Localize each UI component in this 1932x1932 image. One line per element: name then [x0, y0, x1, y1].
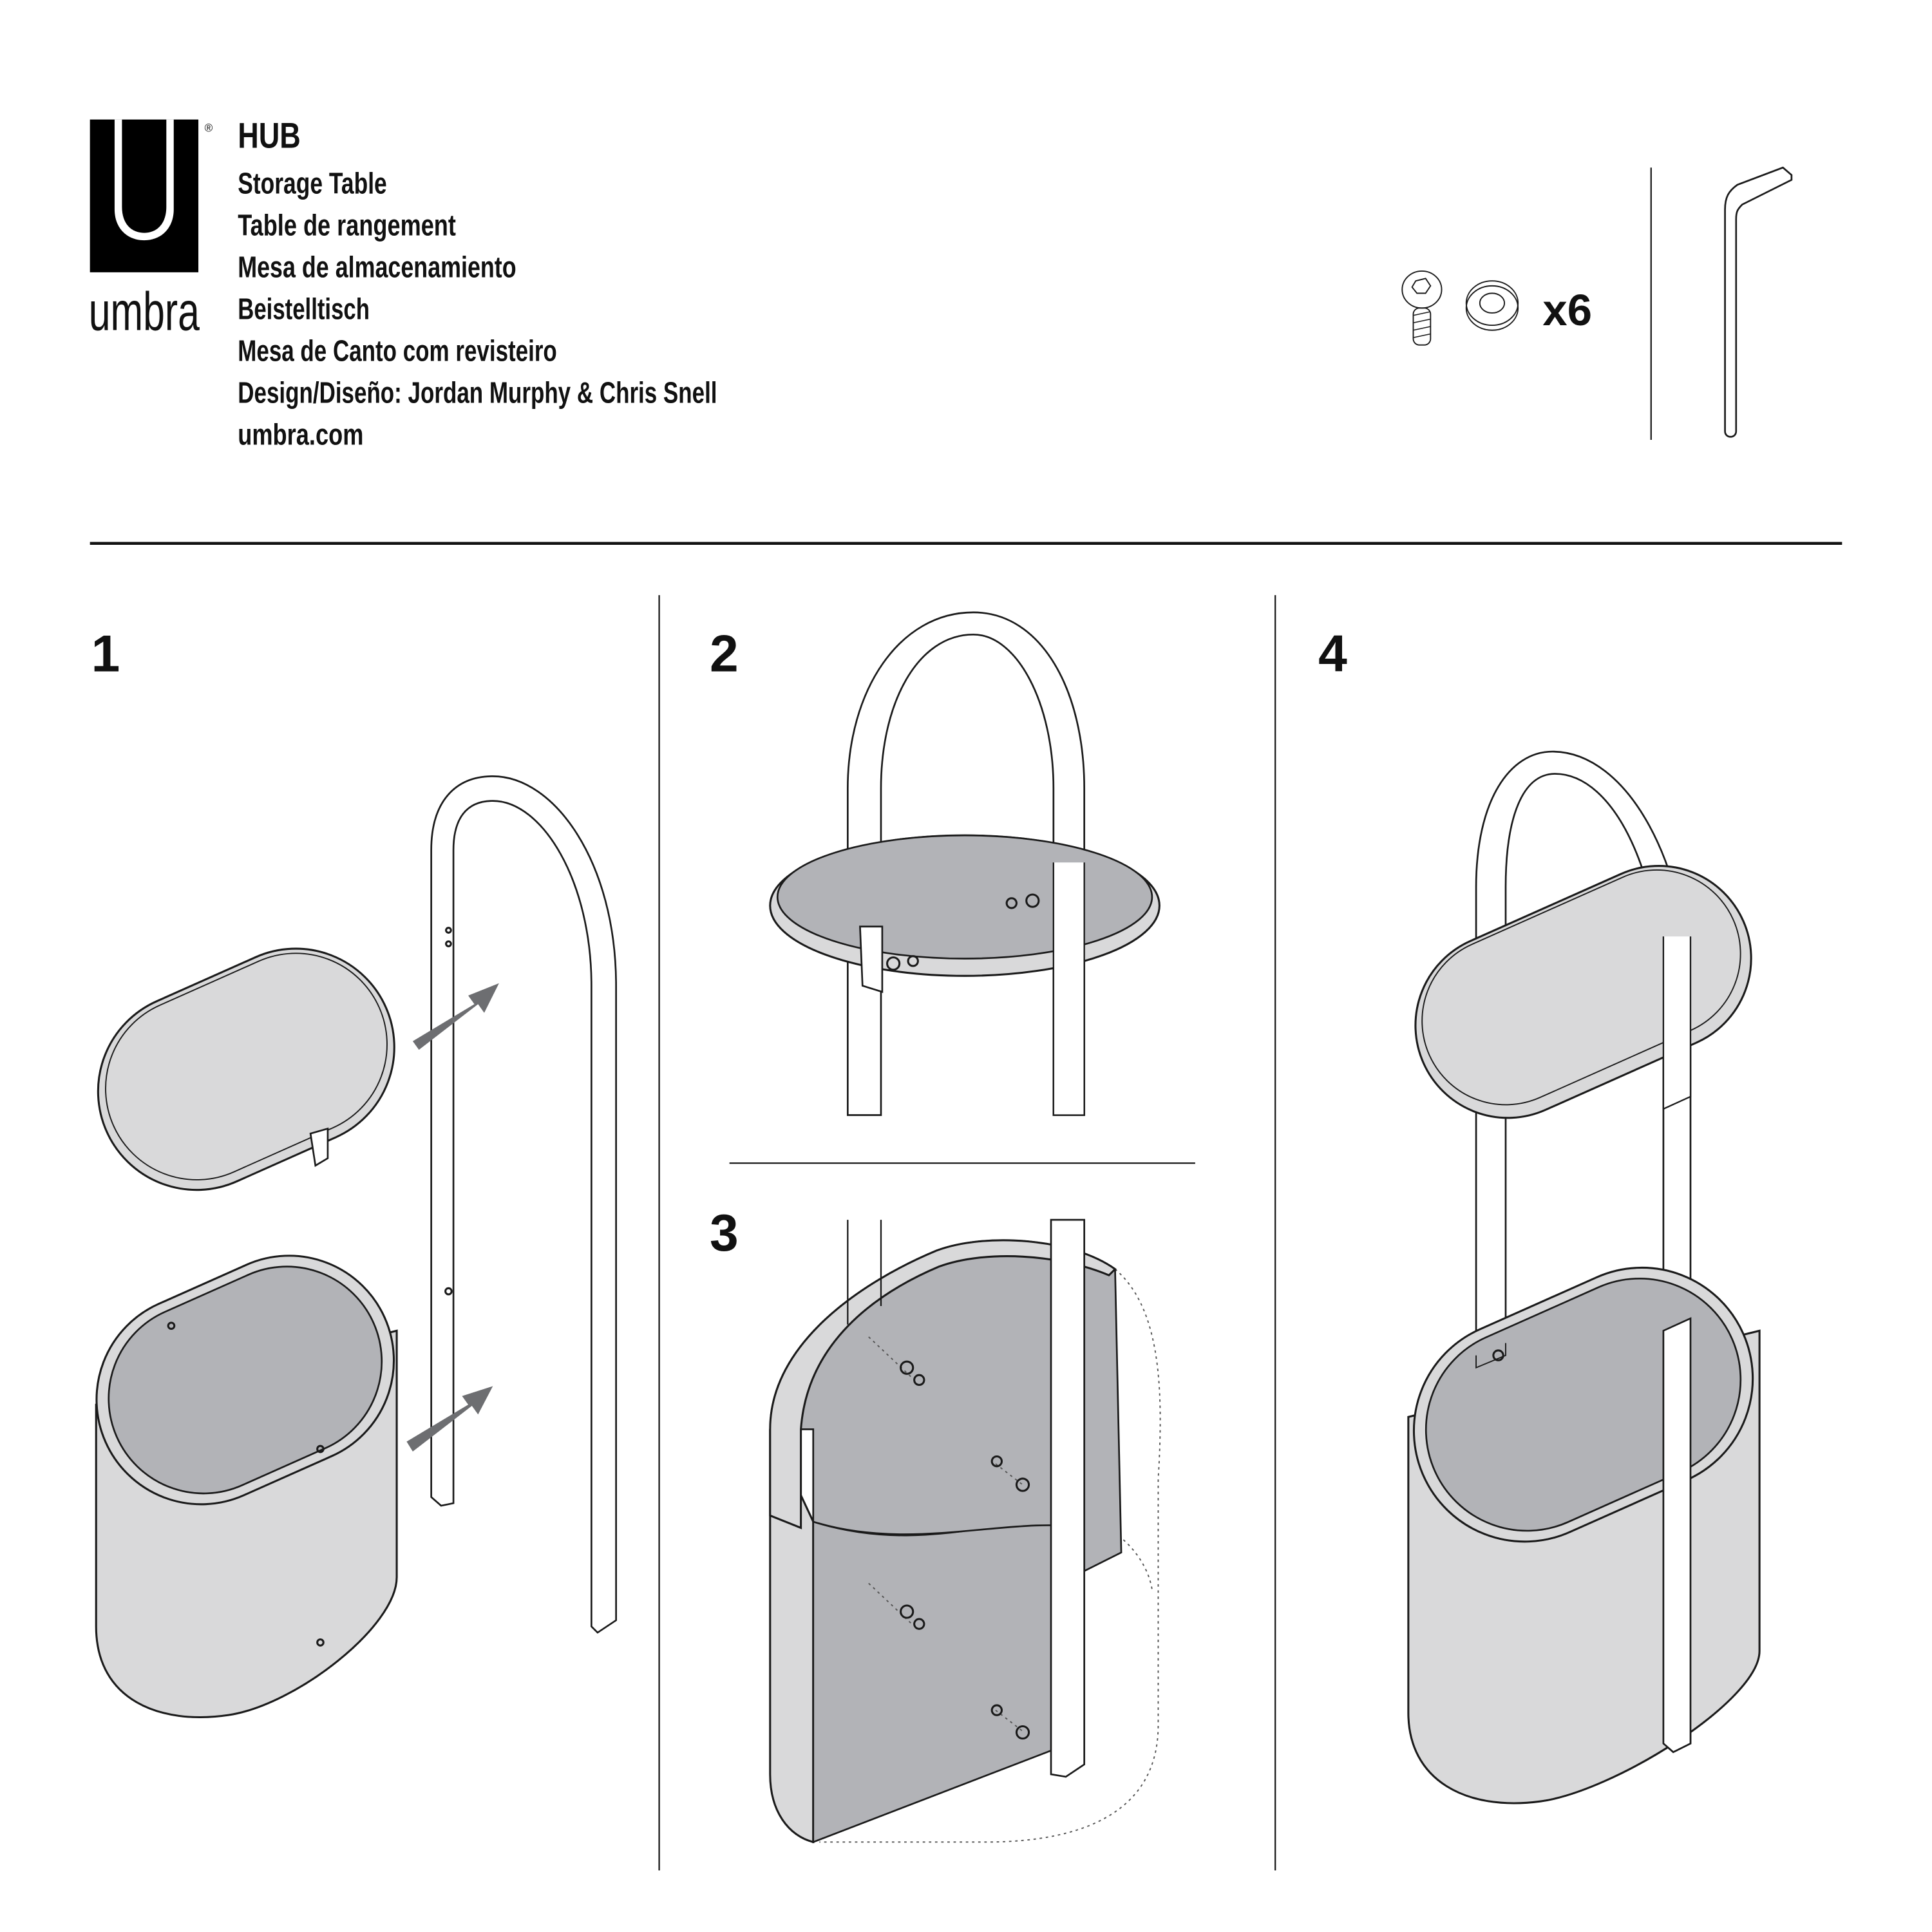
product-name-es: Mesa de almacenamiento — [238, 250, 516, 283]
step1-illustration — [95, 775, 617, 1718]
arch-frame — [430, 775, 617, 1634]
product-name-de: Beistelltisch — [238, 292, 370, 326]
logo-wordmark: umbra — [89, 281, 200, 342]
arrow-icon — [406, 983, 499, 1452]
allen-key-icon — [1724, 166, 1793, 438]
step3-illustration — [769, 1218, 1161, 1844]
hardware-quantity: x6 — [1542, 285, 1592, 335]
step-number: 2 — [710, 625, 739, 683]
designer-credit: Design/Diseño: Jordan Murphy & Chris Sne… — [238, 376, 717, 410]
product-name-pt: Mesa de Canto com revisteiro — [238, 334, 557, 368]
product-name-en: Storage Table — [238, 166, 387, 200]
step-number: 4 — [1318, 625, 1347, 683]
screw-washer — [900, 1360, 1030, 1740]
storage-bin — [95, 1255, 398, 1718]
step-number: 3 — [710, 1204, 739, 1262]
step2-illustration — [769, 611, 1160, 1116]
washer-icon — [1465, 280, 1519, 331]
product-header: HUB Storage Table Table de rangement Mes… — [238, 116, 717, 451]
registered-mark: ® — [205, 122, 213, 135]
screw-washer — [886, 893, 1040, 971]
umbra-logo: ® umbra — [89, 119, 213, 342]
step-number: 1 — [91, 625, 120, 683]
website: umbra.com — [238, 418, 363, 451]
step4-illustration — [1407, 750, 1761, 1804]
shelf-tray — [97, 947, 395, 1191]
product-title: HUB — [238, 116, 301, 156]
product-name-fr: Table de rangement — [238, 208, 456, 242]
screw-icon — [1401, 270, 1443, 346]
